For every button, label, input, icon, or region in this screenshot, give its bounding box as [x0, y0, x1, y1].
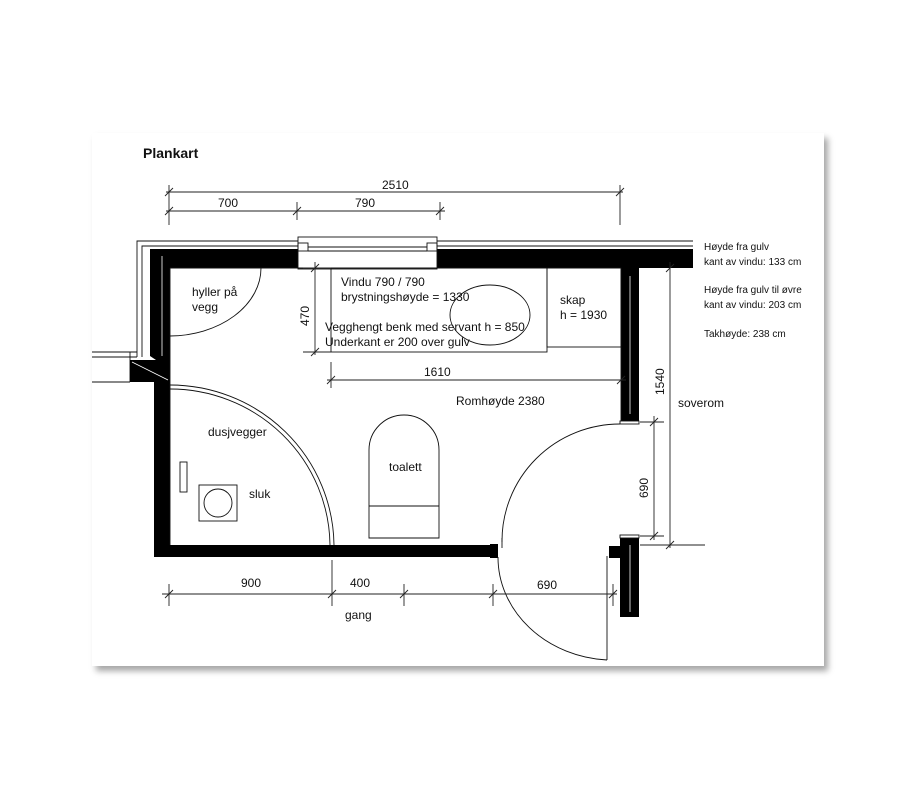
dim-bench-depth: 470 — [298, 306, 312, 326]
label-cabinet-2: h = 1930 — [560, 308, 607, 322]
label-shelves-2: vegg — [192, 300, 218, 314]
dim-bottom-door: 690 — [537, 578, 557, 592]
dimension-lines — [162, 185, 705, 606]
label-cabinet-1: skap — [560, 293, 586, 307]
note1-line2: kant av vindu: 133 cm — [704, 257, 801, 268]
wall-right-lower — [620, 538, 639, 617]
plan-title: Plankart — [143, 145, 199, 161]
shower-walls — [169, 384, 335, 546]
label-hallway: gang — [345, 608, 372, 622]
note2-line1: Høyde fra gulv til øvre — [704, 285, 802, 296]
door-bottom — [497, 556, 608, 661]
drawing-sheet — [92, 133, 824, 666]
outer-wall-lines — [92, 240, 693, 383]
window — [297, 236, 438, 270]
cabinet — [546, 267, 622, 348]
notes: Høyde fra gulv kant av vindu: 133 cm Høy… — [704, 242, 802, 340]
note1-line1: Høyde fra gulv — [704, 242, 769, 253]
dim-bottom-left: 900 — [241, 576, 261, 590]
label-bedroom: soverom — [678, 396, 724, 410]
sink-basin — [449, 284, 531, 346]
drain — [198, 484, 238, 522]
label-shower-walls: dusjvegger — [208, 425, 267, 439]
label-window-1: Vindu 790 / 790 — [341, 275, 425, 289]
dim-bottom-mid: 400 — [350, 576, 370, 590]
toilet-fixture — [368, 414, 440, 539]
label-bench-2: Underkant er 200 over gulv — [325, 335, 470, 349]
label-window-2: brystningshøyde = 1330 — [341, 290, 470, 304]
dim-door-right: 690 — [637, 478, 651, 498]
shower-fixture — [179, 461, 188, 493]
label-shelves-1: hyller på — [192, 285, 238, 299]
shelves-arc — [169, 267, 262, 337]
wall-top-right — [437, 249, 693, 421]
note2-line2: kant av vindu: 203 cm — [704, 300, 801, 311]
dim-right-wall: 1540 — [653, 368, 667, 395]
label-drain: sluk — [249, 487, 271, 501]
wall-door-jamb-bottom — [490, 544, 498, 558]
label-room-height: Romhøyde 2380 — [456, 394, 545, 408]
dim-total-width: 2510 — [382, 178, 409, 192]
dim-window-width: 790 — [355, 196, 375, 210]
wall-top-left — [150, 249, 298, 360]
dim-left-segment: 700 — [218, 196, 238, 210]
door-right — [501, 423, 621, 548]
note3: Takhøyde: 238 cm — [704, 329, 786, 340]
label-toilet: toalett — [389, 460, 422, 474]
label-bench-1: Vegghengt benk med servant h = 850 — [325, 320, 525, 334]
wall-left — [154, 382, 496, 557]
wall-door-jamb-right — [609, 546, 621, 558]
dim-bench-length: 1610 — [424, 365, 451, 379]
